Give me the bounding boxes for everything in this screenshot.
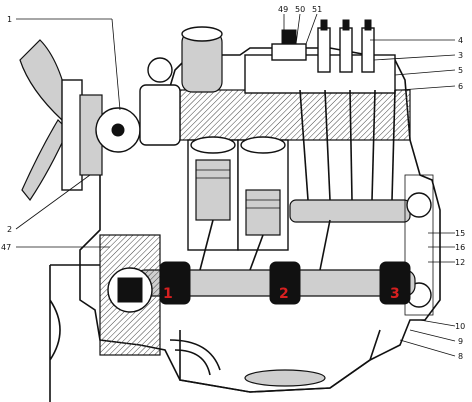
engine-block-outline bbox=[79, 47, 441, 393]
callout-15: 15 bbox=[455, 229, 465, 238]
callout-leaders bbox=[15, 13, 456, 357]
oil-lines bbox=[169, 339, 221, 376]
flywheel-housing bbox=[99, 234, 161, 356]
cylinder-number-labels: 1 2 3 bbox=[163, 286, 400, 302]
distributor bbox=[271, 29, 307, 61]
callout-6: 6 bbox=[458, 82, 463, 91]
oil-sump bbox=[179, 329, 381, 393]
camshaft bbox=[289, 199, 411, 223]
callout-16: 16 bbox=[455, 243, 465, 252]
water-pump bbox=[139, 57, 181, 146]
callout-3: 3 bbox=[458, 51, 463, 60]
callout-4: 4 bbox=[458, 36, 463, 45]
cylinder-head bbox=[179, 89, 411, 141]
connecting-rods bbox=[199, 219, 331, 271]
callout-8: 8 bbox=[458, 352, 463, 361]
callout-9: 9 bbox=[458, 337, 463, 346]
fan-pulley bbox=[79, 94, 141, 176]
callout-2: 2 bbox=[7, 225, 12, 234]
callout-47: 47 bbox=[1, 243, 11, 252]
cylinder-1-label: 1 bbox=[163, 286, 173, 302]
oil-pump-gear bbox=[244, 369, 326, 387]
cylinder-bores bbox=[187, 136, 289, 251]
callout-49: 49 bbox=[278, 5, 288, 14]
callout-labels: 49 50 51 4 3 5 6 15 16 12 10 9 8 1 2 47 bbox=[1, 5, 465, 361]
callout-1: 1 bbox=[7, 15, 12, 24]
pushrods bbox=[299, 89, 396, 201]
callout-12: 12 bbox=[455, 258, 465, 267]
callout-51: 51 bbox=[312, 5, 322, 14]
crankshaft bbox=[134, 261, 416, 305]
callout-50: 50 bbox=[295, 5, 305, 14]
cylinder-3-label: 3 bbox=[390, 286, 400, 302]
cylinder-2-label: 2 bbox=[279, 286, 289, 302]
callout-5: 5 bbox=[458, 66, 463, 75]
callout-10: 10 bbox=[455, 322, 465, 331]
air-filter-cap bbox=[181, 26, 223, 42]
spark-plugs bbox=[317, 19, 375, 73]
cooling-fan bbox=[19, 39, 83, 202]
gearbox-housing bbox=[49, 264, 100, 402]
